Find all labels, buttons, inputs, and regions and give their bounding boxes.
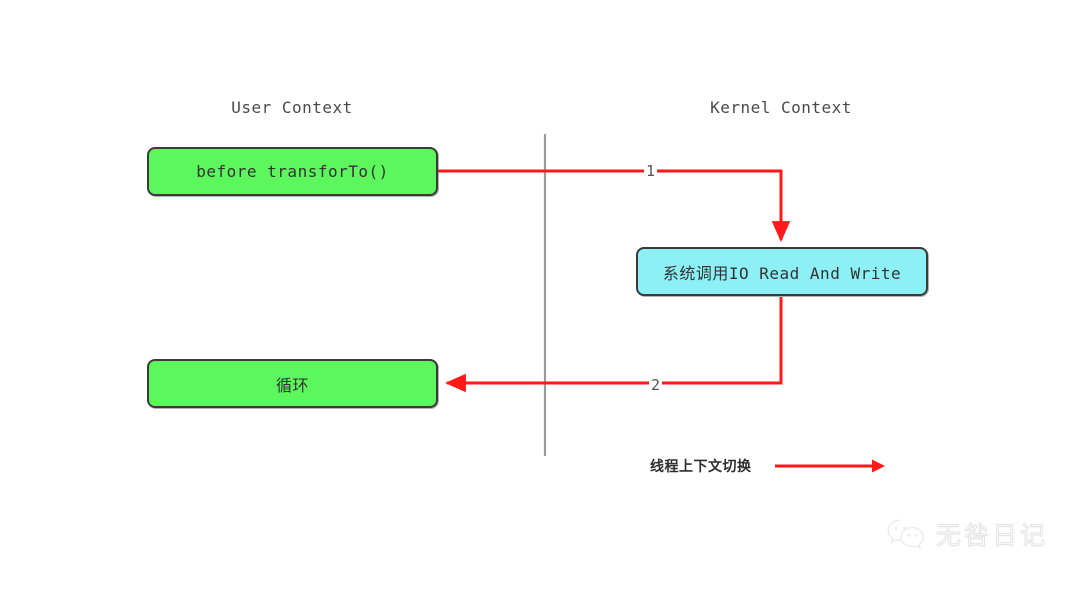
legend: 线程上下文切换 [650,456,886,476]
wechat-icon [887,519,925,550]
watermark: 无咎日记 [886,516,1048,552]
user-context-label: User Context [231,98,353,117]
flow-edge-2 [444,297,783,393]
watermark-label: 无咎日记 [935,521,1049,551]
node-before-transfer[interactable]: before transforTo() [147,147,438,196]
edge-label-step-2: 2 [649,376,663,394]
edge-label-step-1: 1 [644,162,658,180]
legend-label: 线程上下文切换 [650,459,752,475]
flow-edge-1 [438,169,791,243]
node-syscall-io[interactable]: 系统调用IO Read And Write [636,247,928,296]
node-before-transfer-label: before transforTo() [196,162,389,181]
right-arrow-icon [774,459,885,473]
node-loop-label: 循环 [275,375,309,395]
node-loop[interactable]: 循环 [147,359,438,408]
kernel-context-label: Kernel Context [710,98,852,117]
node-syscall-io-label: 系统调用IO Read And Write [662,263,902,283]
